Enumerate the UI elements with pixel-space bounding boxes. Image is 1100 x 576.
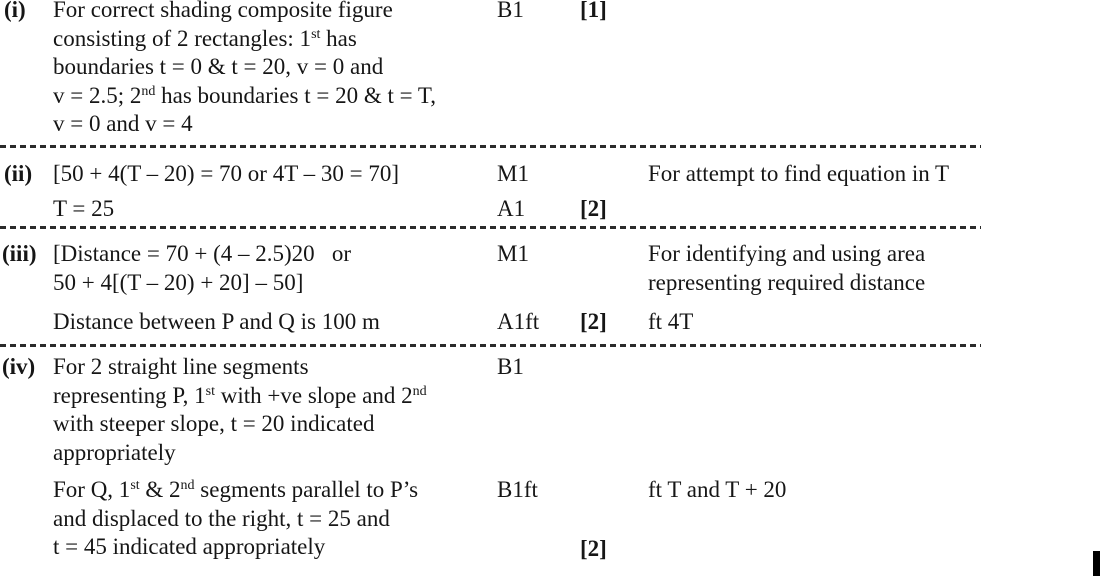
- mark-code: M1: [497, 241, 529, 266]
- comment-line: representing required distance: [648, 269, 926, 295]
- desc-text: For 2 straight line segments: [53, 354, 309, 379]
- superscript-text: nd: [141, 83, 156, 99]
- mark-code: B1: [497, 354, 524, 379]
- item-description: For Q, 1st & 2nd segments parallel to P’…: [53, 476, 418, 562]
- comment-line: For identifying and using area: [648, 241, 926, 266]
- desc-line: boundaries t = 0 & t = 20, v = 0 and: [53, 53, 436, 82]
- mark-total: [2]: [580, 536, 607, 561]
- mark-total: [2]: [580, 196, 607, 221]
- desc-line: and displaced to the right, t = 25 and: [53, 505, 418, 534]
- desc-text: & 2: [139, 477, 181, 502]
- mark-code: A1ft: [497, 309, 540, 334]
- item-description: Distance between P and Q is 100 m: [53, 308, 380, 337]
- desc-line: [50 + 4(T – 20) = 70 or 4T – 30 = 70]: [53, 160, 399, 189]
- desc-line: T = 25: [53, 195, 114, 224]
- mark-code: B1ft: [497, 477, 538, 502]
- mark-total: [2]: [580, 309, 607, 334]
- comment: For attempt to find equation in T: [648, 160, 949, 189]
- dashed-separator: [0, 344, 981, 347]
- item-description: For 2 straight line segments representin…: [53, 353, 427, 467]
- desc-text: For correct shading composite figure: [53, 0, 393, 22]
- desc-text: consisting of 2 rectangles: 1: [53, 25, 312, 51]
- superscript-text: nd: [180, 478, 195, 493]
- comment-line: ft T and T + 20: [648, 477, 787, 502]
- desc-text: [Distance = 70 + (4 – 2.5)20 or: [53, 241, 352, 266]
- desc-text: and displaced to the right, t = 25 and: [53, 505, 390, 531]
- desc-text: boundaries t = 0 & t = 20, v = 0 and: [53, 54, 384, 79]
- desc-line: representing P, 1st with +ve slope and 2…: [53, 382, 427, 411]
- desc-text: has boundaries t = 20 & t = T,: [155, 82, 436, 108]
- mark-total: [1]: [580, 0, 607, 22]
- dashed-separator: [0, 226, 981, 229]
- desc-line: with steeper slope, t = 20 indicated: [53, 410, 427, 439]
- desc-text: with steeper slope, t = 20 indicated: [53, 411, 375, 436]
- comment: ft 4T: [648, 308, 693, 337]
- desc-line: For 2 straight line segments: [53, 353, 427, 382]
- superscript-text: nd: [412, 383, 427, 399]
- superscript-text: st: [130, 478, 140, 493]
- desc-line: appropriately: [53, 439, 427, 468]
- desc-line: For Q, 1st & 2nd segments parallel to P’…: [53, 476, 418, 505]
- desc-line: consisting of 2 rectangles: 1st has: [53, 25, 436, 54]
- desc-text: For Q, 1: [53, 477, 131, 502]
- desc-text: T = 25: [53, 196, 115, 221]
- item-number: (ii): [4, 161, 33, 186]
- comment: For identifying and using area represent…: [648, 240, 925, 297]
- desc-line: Distance between P and Q is 100 m: [53, 308, 380, 337]
- desc-text: appropriately: [53, 439, 176, 465]
- desc-text: t = 45 indicated appropriately: [53, 534, 326, 559]
- desc-text: with +ve slope and 2: [215, 382, 413, 408]
- desc-text: v = 2.5; 2: [53, 82, 142, 108]
- item-description: For correct shading composite figure con…: [53, 0, 436, 139]
- item-number: (i): [4, 0, 26, 22]
- desc-line: v = 2.5; 2nd has boundaries t = 20 & t =…: [53, 82, 436, 111]
- desc-line: For correct shading composite figure: [53, 0, 436, 25]
- desc-text: segments parallel to P’s: [194, 477, 419, 502]
- item-number: (iii): [2, 241, 37, 266]
- desc-text: has: [320, 25, 357, 51]
- comment-line: ft 4T: [648, 309, 694, 334]
- desc-line: t = 45 indicated appropriately: [53, 533, 418, 562]
- comment-line: For attempt to find equation in T: [648, 161, 950, 186]
- dashed-separator: [0, 145, 981, 148]
- desc-text: Distance between P and Q is 100 m: [53, 309, 380, 334]
- comment: ft T and T + 20: [648, 476, 786, 505]
- superscript-text: st: [205, 383, 216, 399]
- desc-line: [Distance = 70 + (4 – 2.5)20 or: [53, 240, 351, 269]
- desc-line: 50 + 4[(T – 20) + 20] – 50]: [53, 269, 351, 298]
- mark-code: B1: [497, 0, 524, 22]
- item-description: [Distance = 70 + (4 – 2.5)20 or 50 + 4[(…: [53, 240, 351, 297]
- scan-artifact: [1093, 551, 1100, 576]
- desc-text: representing P, 1: [53, 382, 206, 408]
- item-number: (iv): [2, 354, 36, 379]
- desc-text: 50 + 4[(T – 20) + 20] – 50]: [53, 269, 304, 295]
- desc-line: v = 0 and v = 4: [53, 110, 436, 139]
- superscript-text: st: [311, 26, 321, 42]
- mark-code: A1: [497, 196, 526, 221]
- item-description: [50 + 4(T – 20) = 70 or 4T – 30 = 70]: [53, 160, 399, 189]
- desc-text: [50 + 4(T – 20) = 70 or 4T – 30 = 70]: [53, 161, 399, 186]
- desc-text: v = 0 and v = 4: [53, 111, 193, 136]
- item-description: T = 25: [53, 195, 114, 224]
- mark-code: M1: [497, 161, 529, 186]
